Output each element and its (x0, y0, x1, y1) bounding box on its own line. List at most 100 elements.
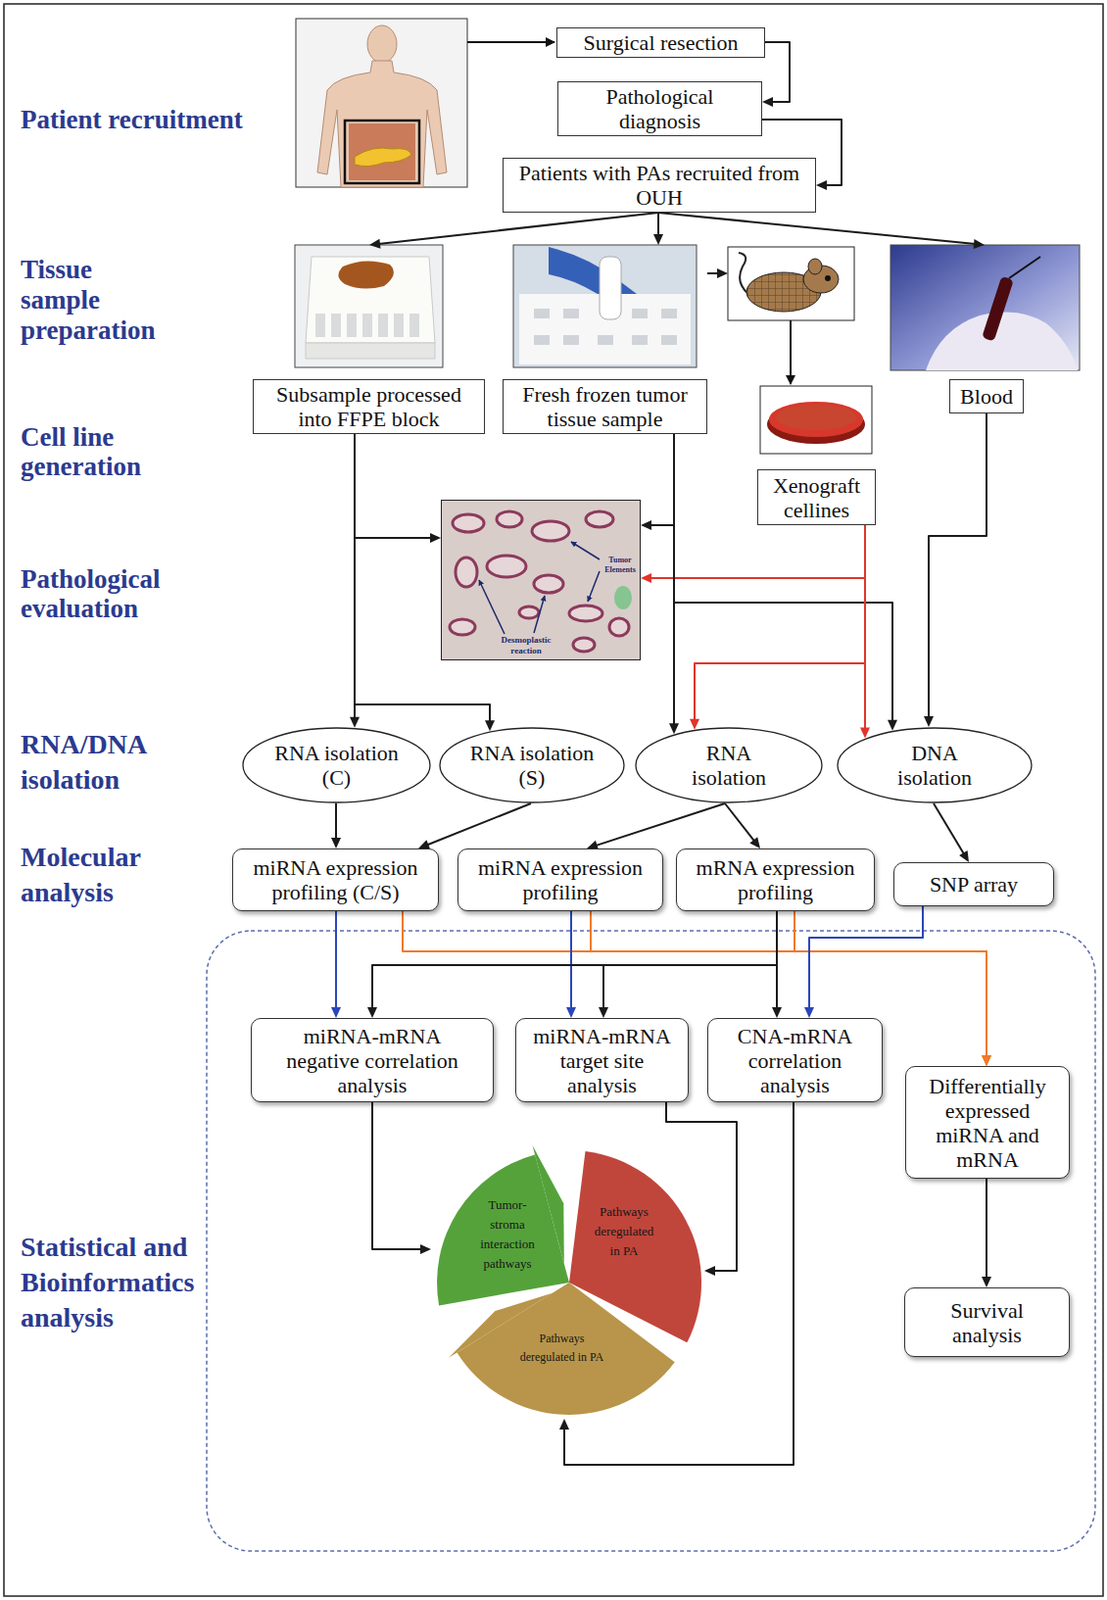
arrow-head (923, 716, 934, 727)
label-holder: Desmoplastic reaction (494, 634, 558, 657)
ellipse-shape (635, 727, 822, 803)
image-frame (890, 244, 1080, 371)
connector-line (354, 433, 433, 538)
arrow-head (331, 1007, 341, 1018)
blood-illustration (890, 244, 1080, 371)
isolation-ellipse: DNA isolation (836, 726, 1033, 804)
caption-box: Xenograft cellines (757, 469, 876, 526)
slice-shape (457, 1282, 675, 1415)
connector (981, 1178, 992, 1288)
connector (658, 212, 985, 249)
arrow-head (640, 573, 652, 583)
gland (609, 618, 629, 636)
slot (393, 313, 404, 337)
connector-line (985, 1178, 988, 1279)
isolation-ellipse: RNA isolation (S) (438, 726, 626, 804)
connector (354, 433, 441, 543)
arrow-head (762, 96, 773, 107)
image-frame (760, 385, 872, 454)
label-holder: Cell line generation (20, 422, 163, 482)
connector-line (775, 911, 778, 1010)
ellipse-shape (439, 727, 625, 803)
cassette-edge (305, 342, 435, 359)
label-holder: Pathological evaluation (20, 564, 178, 624)
node-label: Surgical resection (563, 30, 760, 55)
connector-line (335, 803, 337, 840)
connector-line (372, 1102, 423, 1250)
arrow-head (804, 1007, 815, 1018)
node-label: RNA isolation (S) (468, 740, 596, 790)
label-holder: Tissue sample preparation (20, 254, 163, 346)
arrow-head (369, 239, 382, 249)
leader-arrow (467, 41, 555, 44)
sample-panel: Subsample processed into FFPE block (252, 244, 485, 434)
slice-label: Tumor-stroma interaction pathways (473, 1195, 542, 1274)
rack-hole (661, 308, 677, 319)
arrow-head (559, 1418, 570, 1430)
connector-line (694, 525, 866, 721)
glove (548, 246, 637, 294)
connector (923, 413, 987, 727)
ellipse-shape (242, 727, 431, 803)
rack-hole (631, 335, 648, 345)
mouse-ear (808, 258, 822, 275)
label-holder: Pathways deregulated in PA (515, 1329, 609, 1367)
gland (533, 575, 564, 593)
connector (804, 906, 923, 1018)
node-label: CNA-mRNA correlation analysis (721, 1023, 869, 1098)
abdomen (348, 123, 416, 181)
connector-line (809, 906, 923, 1010)
sample-panel: Blood (890, 244, 1080, 414)
caption-label: Xenograft cellines (768, 473, 867, 523)
stage-label: RNA/DNA isolation (20, 726, 168, 798)
image-callout: Tumor Elements (601, 555, 639, 576)
stage-label: Pathological evaluation (20, 564, 178, 624)
connector (762, 42, 790, 107)
connector-line (378, 212, 659, 244)
connector-line (724, 803, 755, 842)
gland (452, 514, 484, 532)
gland (455, 557, 478, 587)
connector (640, 433, 674, 530)
stage-label: Tissue sample preparation (20, 254, 163, 346)
analysis-box: miRNA expression profiling (C/S) (232, 848, 439, 912)
isolation-ellipse: RNA isolation (C) (241, 726, 432, 804)
pie-slice: Pathways deregulated in PA (444, 1278, 680, 1419)
arrow-head (331, 837, 341, 849)
histology-image: Tumor ElementsDesmoplastic reaction (440, 499, 641, 661)
rack-hole (563, 335, 579, 345)
connector-line (595, 803, 725, 846)
slice-label: Pathways deregulated in PA (515, 1329, 609, 1367)
slice-label: Pathways deregulated in PA (591, 1202, 657, 1261)
arrow-head (959, 850, 969, 863)
image-frame (513, 244, 697, 368)
frozen-tissue-illustration (513, 244, 697, 368)
arrow-head (887, 720, 898, 731)
gland (449, 619, 476, 635)
label-holder: Pathways deregulated in PA (591, 1202, 657, 1261)
image-callout: Desmoplastic reaction (494, 634, 558, 657)
focus-frame (344, 120, 420, 184)
arrow-head (598, 1007, 609, 1018)
node-label: Patients with PAs recruited from OUH (512, 160, 807, 210)
node-label: RNA isolation (C) (273, 740, 401, 790)
stage-label: Molecular analysis (20, 839, 168, 911)
connector (724, 803, 761, 849)
connector-line (354, 433, 490, 722)
stage-label: Statistical and Bioinformatics analysis (20, 1229, 202, 1336)
arrow-head (816, 180, 827, 191)
culture-dish (769, 401, 864, 437)
leader-arrow (587, 571, 600, 602)
arrow-head (640, 520, 652, 530)
rack-hole (563, 308, 579, 319)
image-frame (295, 18, 468, 188)
connector-line (570, 911, 573, 1010)
arrow-head (973, 239, 985, 249)
gland (569, 605, 603, 622)
analysis-box: mRNA expression profiling (675, 848, 875, 912)
sample-panel: Xenograft cellines (727, 246, 876, 526)
label-holder: Molecular analysis (20, 839, 168, 911)
arrow-head (717, 268, 728, 279)
caption-label: Blood (954, 384, 1019, 409)
blood-tube (981, 276, 1014, 342)
